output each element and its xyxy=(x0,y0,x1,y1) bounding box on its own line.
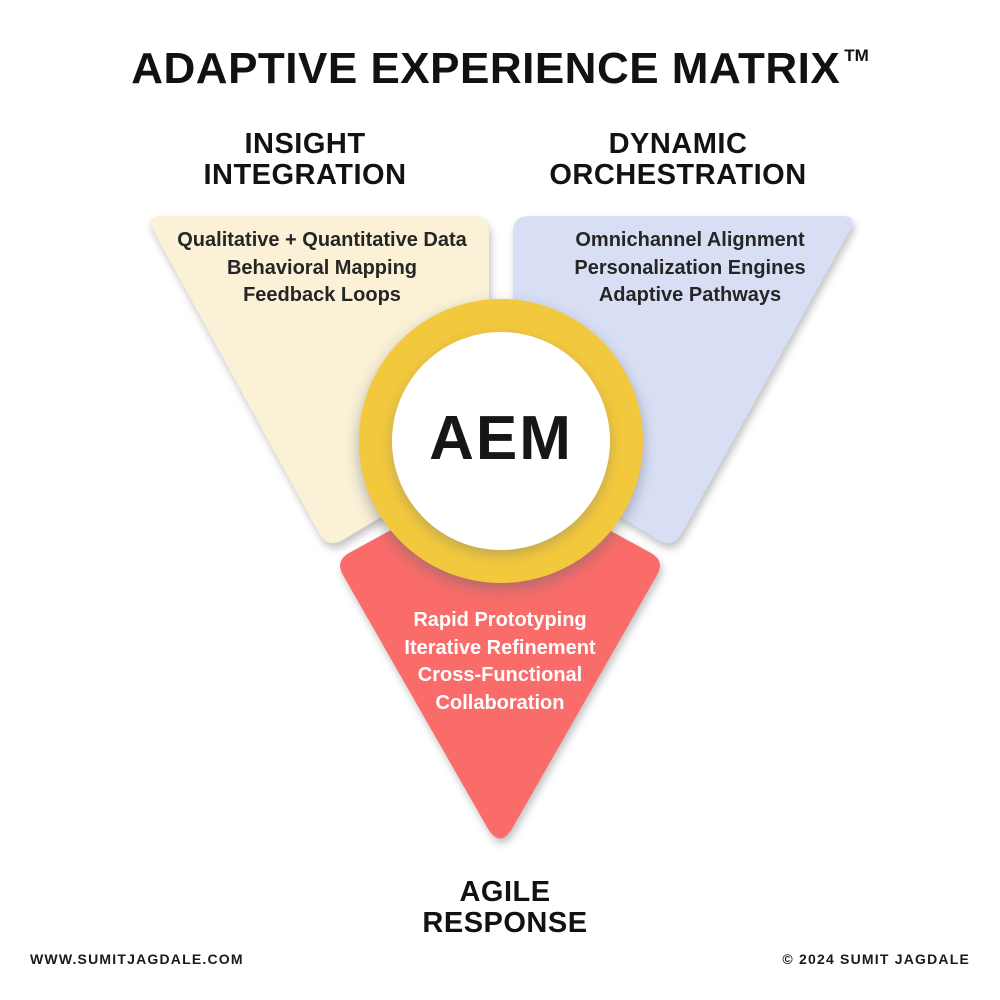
insight-item: Feedback Loops xyxy=(243,284,401,306)
insight-item: Behavioral Mapping xyxy=(226,256,418,279)
dynamic-item: Adaptive Pathways xyxy=(598,284,782,306)
agile-item: Cross-Functional Collaboration xyxy=(417,664,583,714)
insight-heading: INSIGHT INTEGRATION xyxy=(155,129,455,191)
dynamic-heading-line1: DYNAMIC xyxy=(608,128,748,160)
footer-website: WWW.SUMITJAGDALE.COM xyxy=(30,951,244,967)
insight-item: Qualitative + Quantitative Data xyxy=(177,229,467,251)
insight-heading-line1: INSIGHT xyxy=(244,128,366,160)
aem-label: AEM xyxy=(429,404,573,473)
agile-heading-line2: RESPONSE xyxy=(422,907,588,939)
trademark-superscript: TM xyxy=(844,46,869,65)
dynamic-heading: DYNAMIC ORCHESTRATION xyxy=(528,129,828,191)
insight-items: Qualitative + Quantitative Data Behavior… xyxy=(152,227,492,310)
dynamic-heading-line2: ORCHESTRATION xyxy=(549,159,807,191)
agile-item: Rapid Prototyping xyxy=(413,609,587,631)
dynamic-item: Omnichannel Alignment xyxy=(575,229,805,251)
dynamic-items: Omnichannel Alignment Personalization En… xyxy=(520,227,860,310)
center-disc xyxy=(392,332,610,550)
agile-heading-line1: AGILE xyxy=(459,876,551,908)
diagram-title-text: ADAPTIVE EXPERIENCE MATRIX xyxy=(131,44,841,93)
agile-item: Iterative Refinement xyxy=(404,636,596,659)
insight-heading-line2: INTEGRATION xyxy=(203,159,407,191)
dynamic-item: Personalization Engines xyxy=(574,256,806,279)
footer-copyright: © 2024 SUMIT JAGDALE xyxy=(782,951,970,967)
agile-heading: AGILE RESPONSE xyxy=(355,877,655,939)
agile-triangle-shape xyxy=(340,474,660,839)
agile-items: Rapid Prototyping Iterative Refinement C… xyxy=(370,607,630,717)
